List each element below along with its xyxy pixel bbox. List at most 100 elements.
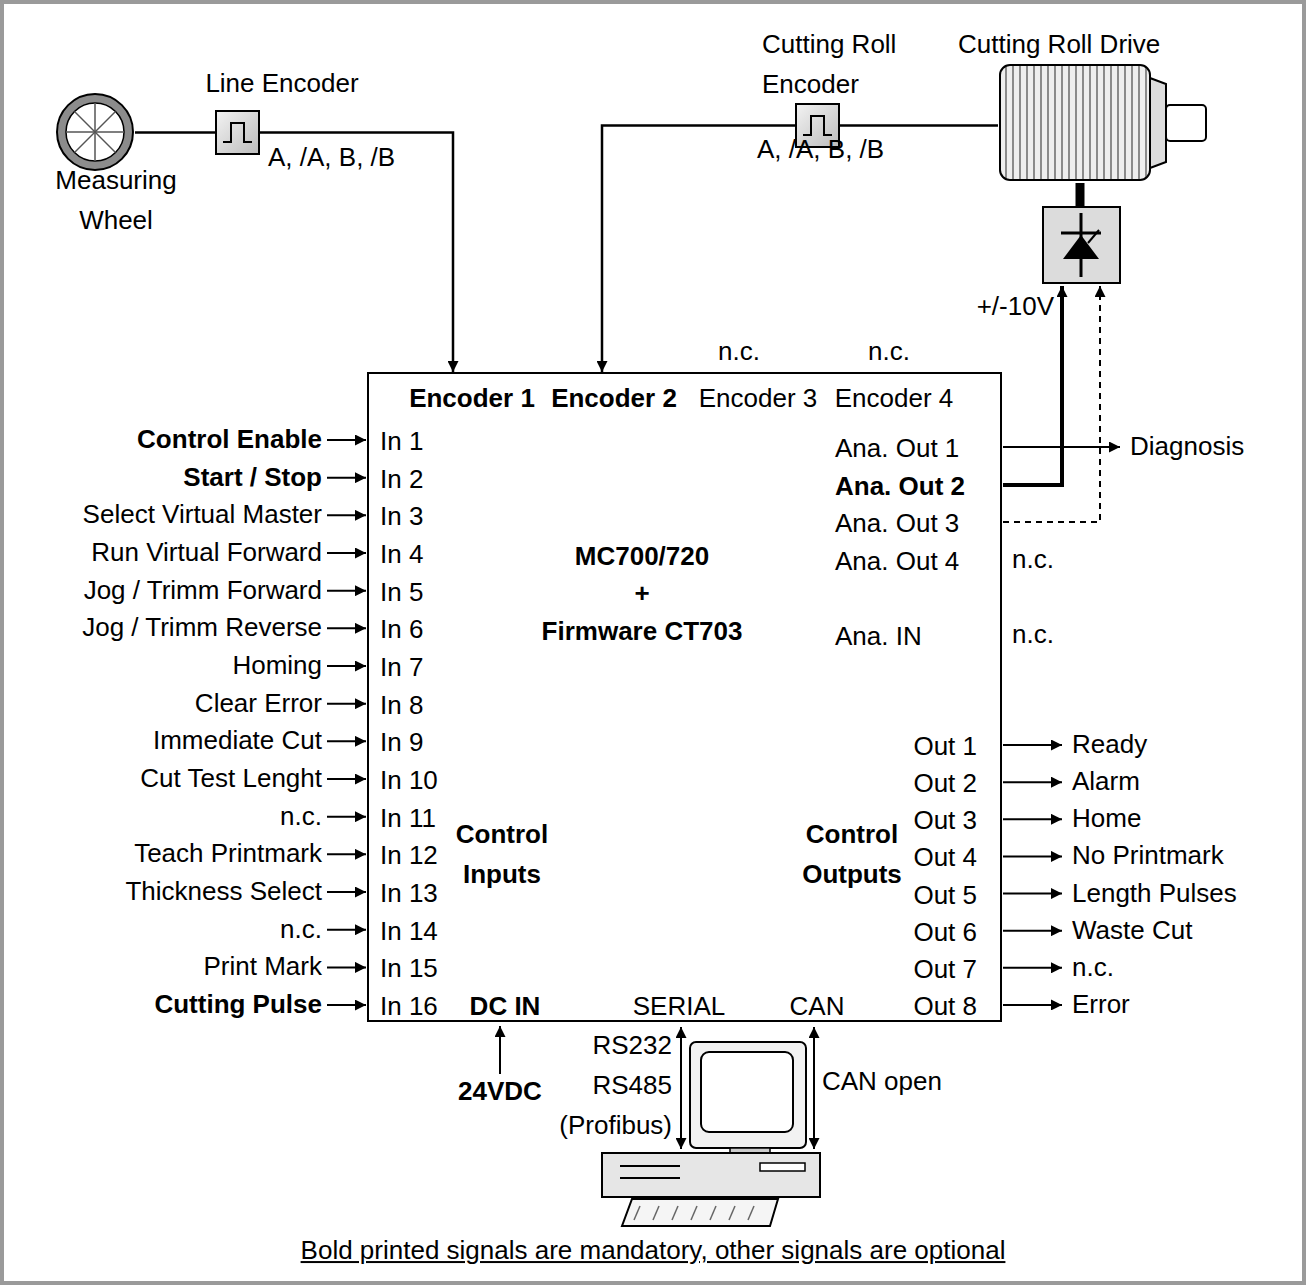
input-wire <box>327 853 366 855</box>
signal-label: Jog / Trimm Reverse <box>82 613 322 643</box>
signal-label: Waste Cut <box>1072 916 1192 946</box>
output-wire <box>1003 893 1062 895</box>
output-wire <box>1003 781 1062 783</box>
key-stroke <box>653 1206 659 1220</box>
signal-connector <box>260 133 453 373</box>
input-wire <box>327 740 366 742</box>
terminal-label: In 11 <box>380 804 436 834</box>
signal-label: Alarm <box>1072 767 1140 797</box>
terminal-label: Out 8 <box>913 992 977 1022</box>
terminal-label: Firmware CT703 <box>542 617 743 647</box>
terminal-label: Encoder 3 <box>699 384 818 414</box>
signal-label: Teach Printmark <box>134 839 322 869</box>
signal-label: Homing <box>232 651 322 681</box>
terminal-label: Control Outputs <box>792 814 912 894</box>
signal-label: Cut Test Lenght <box>140 764 322 794</box>
terminal-label: In 13 <box>380 879 438 909</box>
terminal-label: Out 2 <box>913 769 977 799</box>
terminal-label: Out 4 <box>913 843 977 873</box>
signal-label: +/-10V <box>977 292 1054 322</box>
terminal-label: In 2 <box>380 465 423 495</box>
terminal-label: Ana. Out 1 <box>835 434 959 464</box>
input-wire <box>327 1004 366 1006</box>
motor-symbol <box>998 60 1210 185</box>
terminal-label: Out 1 <box>913 732 977 762</box>
terminal-label: CAN <box>790 992 845 1022</box>
terminal-label: Out 6 <box>913 918 977 948</box>
terminal-label: MC700/720 <box>575 542 709 572</box>
signal-label: n.c. <box>1012 620 1054 650</box>
key-stroke <box>748 1206 754 1220</box>
terminal-label: DC IN <box>470 992 541 1022</box>
input-wire <box>327 929 366 931</box>
terminal-label: In 10 <box>380 766 438 796</box>
signal-connector <box>840 124 998 127</box>
terminal-label: Ana. Out 2 <box>835 472 965 502</box>
signal-label: 24VDC <box>458 1077 542 1107</box>
input-wire <box>327 477 366 479</box>
signal-label: Home <box>1072 804 1141 834</box>
can-link <box>813 1027 815 1149</box>
encoder-box: Line Encoder <box>215 110 260 155</box>
signal-label: n.c. <box>868 337 910 367</box>
output-wire <box>1003 818 1062 820</box>
terminal-label: In 5 <box>380 578 423 608</box>
key-stroke <box>729 1206 735 1220</box>
motor: Cutting Roll Drive <box>998 60 1210 185</box>
motor-cable <box>1076 183 1085 207</box>
pulse-symbol <box>217 112 258 153</box>
wheel-symbol <box>55 92 135 172</box>
input-wire <box>327 439 366 441</box>
signal-label: n.c. <box>280 802 322 832</box>
signal-label: Jog / Trimm Forward <box>84 576 322 606</box>
terminal-label: Out 3 <box>913 806 977 836</box>
signal-label: A, /A, B, /B <box>757 135 884 165</box>
terminal-label: Encoder 2 <box>551 384 677 414</box>
input-wire <box>327 665 366 667</box>
signal-label: Clear Error <box>195 689 322 719</box>
signal-label: n.c. <box>280 915 322 945</box>
terminal-label: Encoder 4 <box>835 384 954 414</box>
key-stroke <box>672 1206 678 1220</box>
terminal-label: Ana. IN <box>835 622 922 652</box>
terminal-label: In 8 <box>380 691 423 721</box>
key-stroke <box>634 1206 640 1220</box>
drive-amplifier <box>1043 207 1120 283</box>
terminal-label: SERIAL <box>633 992 726 1022</box>
terminal-label: Encoder 1 <box>409 384 535 414</box>
controller-box: MC700/720+Firmware CT703Encoder 1Encoder… <box>367 372 1002 1022</box>
signal-label: n.c. <box>718 337 760 367</box>
input-wire <box>327 627 366 629</box>
output-wire <box>1003 744 1062 746</box>
signal-label: A, /A, B, /B <box>268 143 395 173</box>
signal-label: Print Mark <box>204 952 322 982</box>
input-wire <box>327 891 366 893</box>
terminal-label: In 4 <box>380 540 423 570</box>
terminal-label: In 14 <box>380 917 438 947</box>
analog-option-wire <box>1003 286 1100 522</box>
input-wire <box>327 816 366 818</box>
signal-label: Immediate Cut <box>153 726 322 756</box>
terminal-label: In 12 <box>380 841 438 871</box>
key-stroke <box>691 1206 697 1220</box>
signal-label: Ready <box>1072 730 1147 760</box>
signal-label: n.c. <box>1072 953 1114 983</box>
signal-connector <box>135 131 215 134</box>
input-wire <box>327 590 366 592</box>
signal-label: n.c. <box>1012 545 1054 575</box>
measuring-wheel: Measuring Wheel <box>55 92 135 172</box>
node-title: Measuring Wheel <box>41 160 191 240</box>
terminal-label: In 16 <box>380 992 438 1022</box>
signal-label: Control Enable <box>137 425 322 455</box>
terminal-label: Control Inputs <box>442 814 562 894</box>
signal-label: Error <box>1072 990 1130 1020</box>
node-title: Line Encoder <box>205 69 358 99</box>
output-wire <box>1003 967 1062 969</box>
terminal-label: Ana. Out 3 <box>835 509 959 539</box>
key-stroke <box>710 1206 716 1220</box>
input-wire <box>327 514 366 516</box>
terminal-label: In 9 <box>380 728 423 758</box>
signal-label: Diagnosis <box>1130 432 1244 462</box>
